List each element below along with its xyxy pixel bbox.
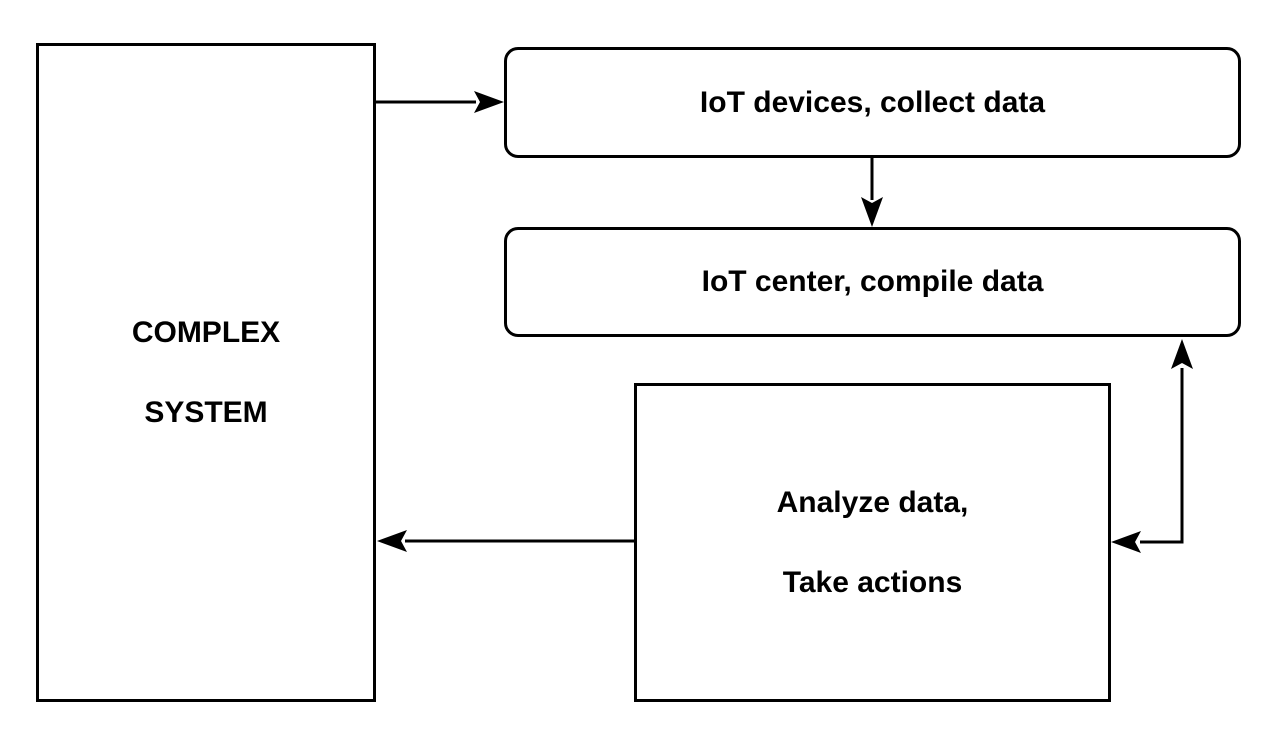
analyze-label-line2: Take actions [782, 565, 963, 599]
iot-center-box: IoT center, compile data [504, 227, 1241, 337]
arrow-system-to-devices [376, 91, 504, 113]
arrow-center-analyze-bidirectional [1111, 339, 1193, 553]
arrow-analyze-to-system [377, 530, 634, 552]
analyze-actions-box: Analyze data, Take actions [634, 383, 1111, 702]
complex-system-label-line1: COMPLEX [131, 315, 281, 349]
arrow-devices-to-center [861, 158, 883, 227]
iot-center-label: IoT center, compile data [701, 265, 1044, 298]
analyze-label-line1: Analyze data, [776, 485, 969, 519]
complex-system-label-line2: SYSTEM [144, 395, 268, 429]
iot-devices-box: IoT devices, collect data [504, 47, 1241, 158]
iot-devices-label: IoT devices, collect data [699, 85, 1046, 119]
complex-system-box: COMPLEX SYSTEM [36, 43, 376, 702]
